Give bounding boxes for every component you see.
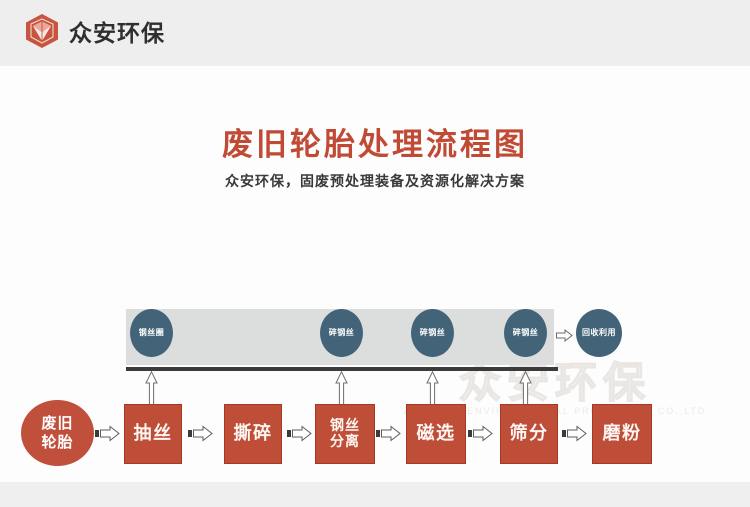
recycle-arrow-icon xyxy=(556,328,573,343)
flow-step-label: 抽丝 xyxy=(133,422,173,444)
flow-step-label: 磨粉 xyxy=(602,422,642,444)
brand-logo-block: 众安环保 xyxy=(24,12,165,50)
flow-arrow-right-icon-2 xyxy=(188,425,213,442)
footer-bar xyxy=(0,482,750,507)
flow-arrow-right-icon-4 xyxy=(376,425,401,442)
waste-tire-label-line2: 轮胎 xyxy=(41,433,74,451)
flow-step-wire-drawing[interactable]: 抽丝 xyxy=(124,404,182,464)
flow-arrow-right-icon-6 xyxy=(562,425,587,442)
zhongan-diamond-logo-icon xyxy=(24,12,60,50)
byproduct-node-steel-bead-wire[interactable]: 钢丝圈 xyxy=(130,309,173,357)
byproduct-node-crushed-steel-wire-1[interactable]: 碎钢丝 xyxy=(320,309,363,357)
byproduct-band-rule xyxy=(126,367,558,371)
byproduct-node-label: 回收利用 xyxy=(582,327,616,337)
flow-step-magnetic-sorting[interactable]: 磁选 xyxy=(406,404,466,464)
flow-step-grinding[interactable]: 磨粉 xyxy=(592,404,652,464)
byproduct-node-recycling-reuse[interactable]: 回收利用 xyxy=(576,309,622,357)
waste-tire-label-line1: 废旧 xyxy=(41,414,74,433)
flow-step-label: 筛分 xyxy=(509,422,549,444)
byproduct-node-label: 钢丝圈 xyxy=(138,327,165,337)
flow-step-shredding[interactable]: 撕碎 xyxy=(224,404,282,464)
flow-arrow-right-icon-1 xyxy=(95,425,120,442)
flow-arrow-right-icon-5 xyxy=(468,425,493,442)
flow-step-label: 撕碎 xyxy=(233,422,273,444)
byproduct-node-label: 碎钢丝 xyxy=(512,327,539,337)
byproduct-node-label: 碎钢丝 xyxy=(328,327,355,337)
byproduct-node-crushed-steel-wire-2[interactable]: 碎钢丝 xyxy=(411,309,454,357)
flow-step-wire-separation[interactable]: 钢丝分离 xyxy=(315,404,375,464)
flow-step-label: 钢丝 xyxy=(330,417,360,434)
app-header-bar: 众安环保 xyxy=(0,0,750,66)
flow-arrow-right-icon-3 xyxy=(287,425,312,442)
slide-canvas: 废旧轮胎处理流程图 众安环保，固废预处理装备及资源化解决方案 众安环保 ZHON… xyxy=(0,66,750,482)
flow-step-label: 磁选 xyxy=(416,422,456,444)
flow-node-waste-tire[interactable]: 废旧 轮胎 xyxy=(21,400,94,466)
flow-step-screening[interactable]: 筛分 xyxy=(500,404,558,464)
brand-name-text: 众安环保 xyxy=(69,21,165,47)
page-subtitle: 众安环保，固废预处理装备及资源化解决方案 xyxy=(225,174,525,191)
page-title: 废旧轮胎处理流程图 xyxy=(222,127,528,163)
byproduct-node-label: 碎钢丝 xyxy=(419,327,446,337)
title-block: 废旧轮胎处理流程图 众安环保，固废预处理装备及资源化解决方案 xyxy=(0,128,750,191)
flow-step-label: 分离 xyxy=(330,434,360,450)
byproduct-node-crushed-steel-wire-3[interactable]: 碎钢丝 xyxy=(504,309,547,357)
